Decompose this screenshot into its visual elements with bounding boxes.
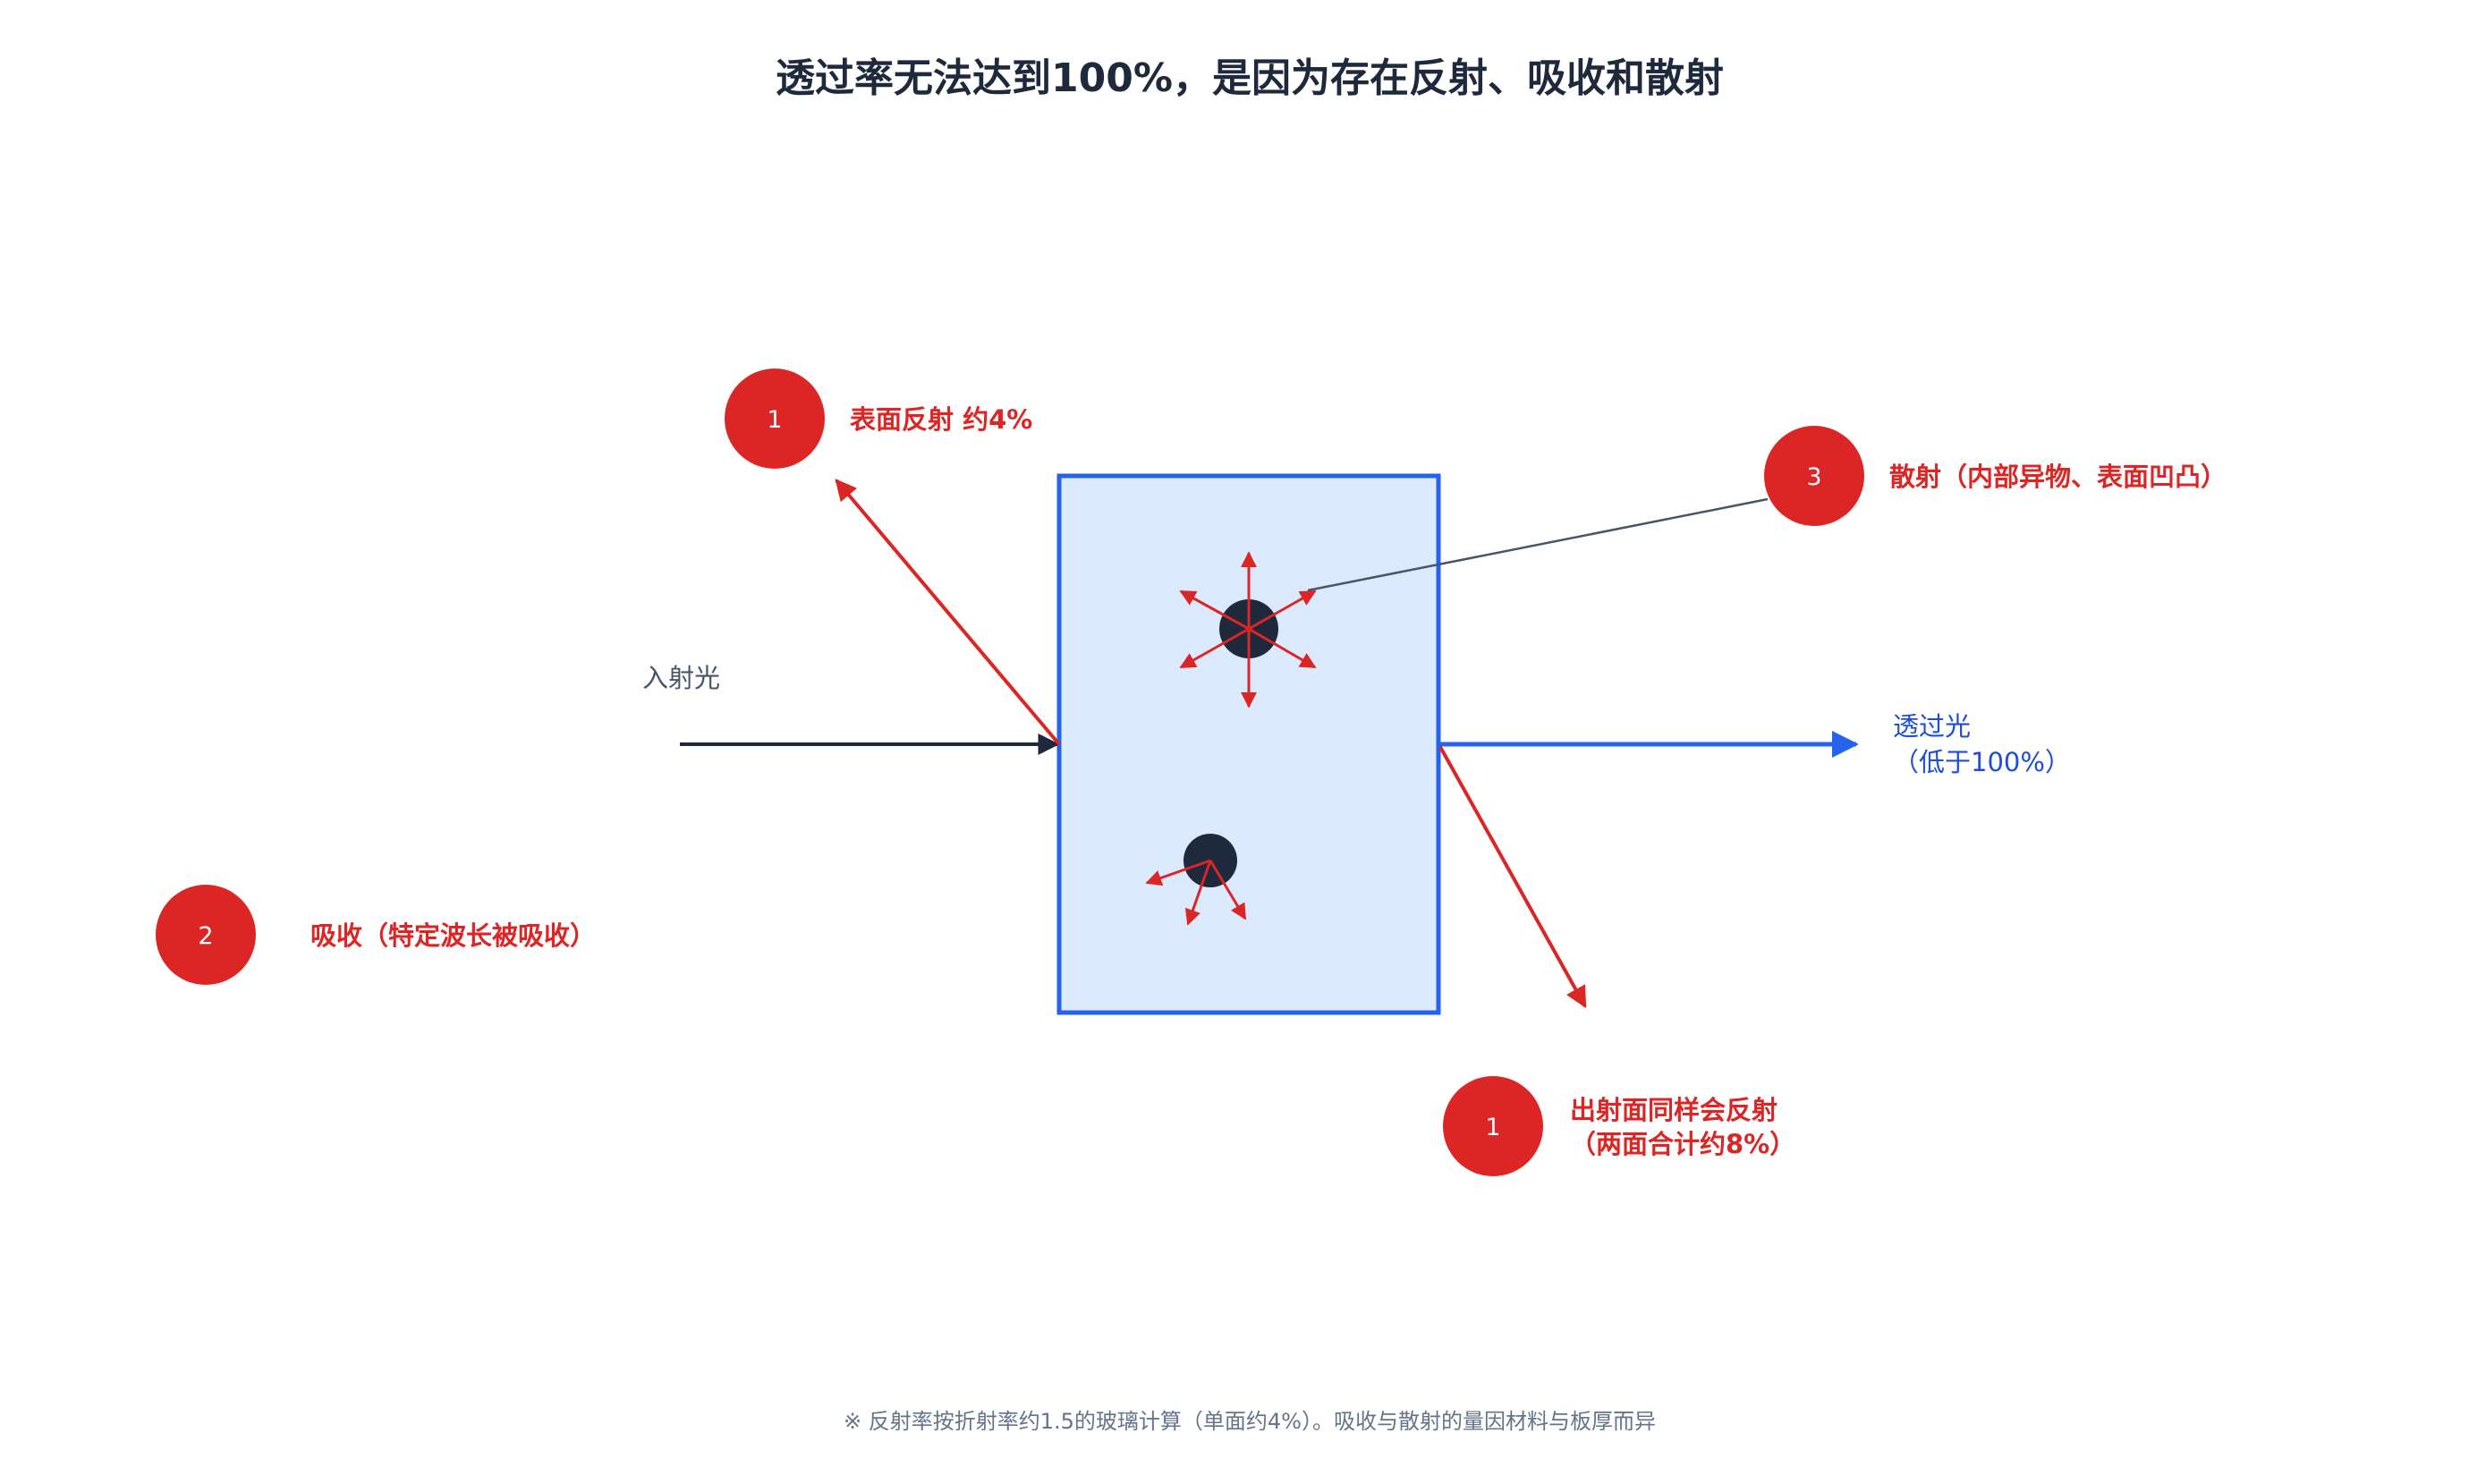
- callout-exit-reflection: 1 出射面同样会反射 （两面合计约8%）: [1443, 1076, 1795, 1176]
- callout-badge-number: 1: [1485, 1114, 1500, 1141]
- surface-reflection-arrow: [835, 479, 1061, 746]
- scatter-ray: [1179, 589, 1250, 631]
- exit-reflection-arrow: [1438, 746, 1587, 1009]
- callout-absorption: 2 吸收（特定波长被吸收）: [156, 885, 596, 985]
- callout-surface-reflection: 1 表面反射 约4%: [725, 369, 1032, 469]
- footnote: ※ 反射率按折射率约1.5的玻璃计算（单面约4%）。吸收与散射的量因材料与板厚而…: [844, 1409, 1656, 1434]
- scatter-ray: [1179, 627, 1250, 669]
- callout-badge-number: 3: [1806, 463, 1821, 491]
- callout-label: 表面反射 约4%: [850, 404, 1032, 435]
- incident-light-label: 入射光: [642, 663, 720, 693]
- scatter-ray: [1248, 589, 1317, 631]
- transmitted-light-label: 透过光: [1893, 711, 1971, 742]
- absorption-ray: [1184, 860, 1212, 926]
- absorption-ray: [1145, 859, 1211, 886]
- callout-badge: [1443, 1076, 1543, 1176]
- diagram-title: 透过率无法达到100%，是因为存在反射、吸收和散射: [776, 55, 1724, 101]
- callout-badge: [725, 369, 825, 469]
- callout-badge: [156, 885, 256, 985]
- callout-label: 出射面同样会反射: [1570, 1095, 1778, 1125]
- transmitted-light-sublabel: （低于100%）: [1893, 747, 2071, 777]
- callout-sublabel: （两面合计约8%）: [1570, 1129, 1795, 1159]
- scatter-leader-line: [1307, 497, 1769, 592]
- callout-badge-number: 2: [198, 922, 213, 950]
- callout-label: 散射（内部异物、表面凹凸）: [1889, 462, 2227, 492]
- callout-label: 吸收（特定波长被吸收）: [310, 920, 596, 951]
- callout-badge-number: 1: [767, 406, 782, 434]
- callout-scattering: 3 散射（内部异物、表面凹凸）: [1764, 426, 2227, 526]
- absorption-particle: [1145, 834, 1247, 926]
- callout-badge: [1764, 426, 1864, 526]
- scatter-ray: [1248, 627, 1317, 669]
- absorption-ray: [1209, 860, 1247, 920]
- scattering-particle: [1179, 551, 1317, 708]
